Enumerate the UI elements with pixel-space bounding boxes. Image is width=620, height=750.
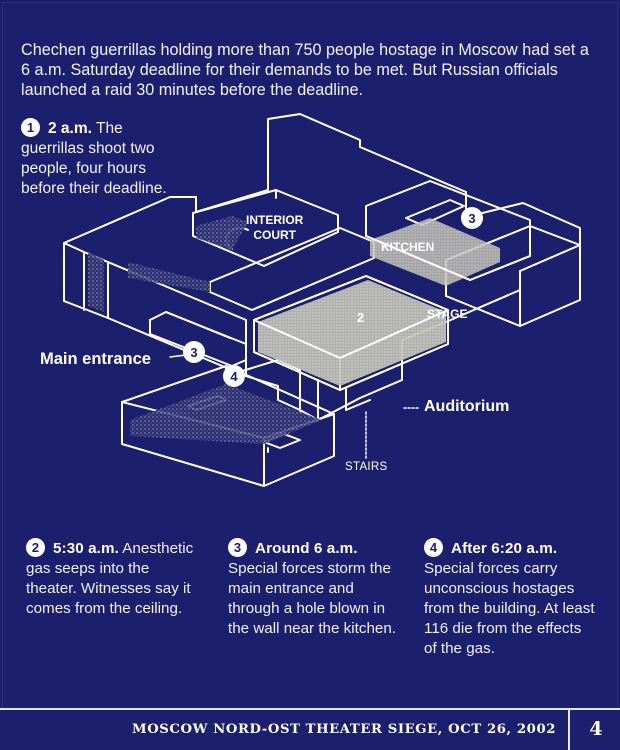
interior-court-label: INTERIOR COURT [246, 213, 303, 243]
stairs-label: STAIRS [345, 461, 388, 473]
intro-text: Chechen guerrillas holding more than 750… [21, 41, 589, 99]
step-3-time: Around 6 a.m. [255, 540, 358, 557]
step-2-callout: 2 5:30 a.m. Anesthetic gas seeps into the… [26, 538, 204, 619]
court-shading [196, 216, 248, 250]
interior-court-label-line1: INTERIOR [246, 213, 304, 227]
marker-3-entrance-label: 3 [190, 345, 197, 360]
step-1-number-badge: 1 [21, 118, 40, 137]
auditorium-label: Auditorium [424, 398, 510, 415]
marker-2-label: 2 [357, 310, 365, 325]
page-number: 4 [589, 718, 603, 740]
step-4-text: Special forces carry unconscious hostage… [424, 560, 595, 657]
step-4-time: After 6:20 a.m. [451, 540, 558, 557]
marker-4-entrance: 4 [223, 365, 245, 387]
interior-court-outline [192, 189, 339, 267]
marker-3-kitchen: 3 [461, 207, 483, 229]
step-1-time: 2 a.m. [48, 120, 92, 137]
stage-shading [258, 280, 446, 386]
interior-court-label-line2: COURT [253, 228, 296, 242]
main-entrance-label: Main entrance [40, 350, 151, 368]
kitchen-shading [370, 218, 500, 286]
marker-4-label: 4 [230, 369, 238, 384]
marker-3-entrance: 3 [183, 341, 205, 363]
front-bay [299, 369, 371, 421]
footer-divider [0, 708, 620, 710]
kitchen-inner [405, 199, 465, 226]
step-4-number-badge: 4 [424, 538, 443, 557]
step-2-text: Anesthetic gas seeps into the theater. W… [26, 540, 194, 617]
footer-separator [568, 710, 570, 750]
right-wing [445, 225, 581, 327]
step-2-time: 5:30 a.m. [53, 540, 119, 557]
step-1-callout: 1 2 a.m. The guerrillas shoot two people,… [21, 118, 171, 199]
corridor-shading [128, 262, 210, 292]
footer-bar: MOSCOW NORD-OST THEATER SIEGE, OCT 26, 2… [0, 710, 620, 750]
step-3-text: Special forces storm the main entrance a… [228, 560, 397, 637]
marker-3-kitchen-label: 3 [468, 211, 475, 226]
entrance-leader [169, 354, 187, 358]
step-3-number-badge: 3 [228, 538, 247, 557]
step-3-callout: 3 Around 6 a.m. Special forces storm the … [228, 538, 402, 639]
kitchen-label: KITCHEN [381, 240, 435, 254]
step-4-callout: 4 After 6:20 a.m. Special forces carry un… [424, 538, 598, 659]
footer-title: MOSCOW NORD-OST THEATER SIEGE, OCT 26, 2… [132, 722, 556, 737]
wall-shading [88, 252, 104, 312]
stage-label: STAGE [427, 307, 468, 321]
step-1-text: The guerrillas shoot two people, four ho… [21, 120, 167, 197]
building-outline [63, 113, 581, 421]
step-2-number-badge: 2 [26, 538, 45, 557]
left-wall [63, 242, 247, 377]
annex-shading [130, 384, 322, 444]
